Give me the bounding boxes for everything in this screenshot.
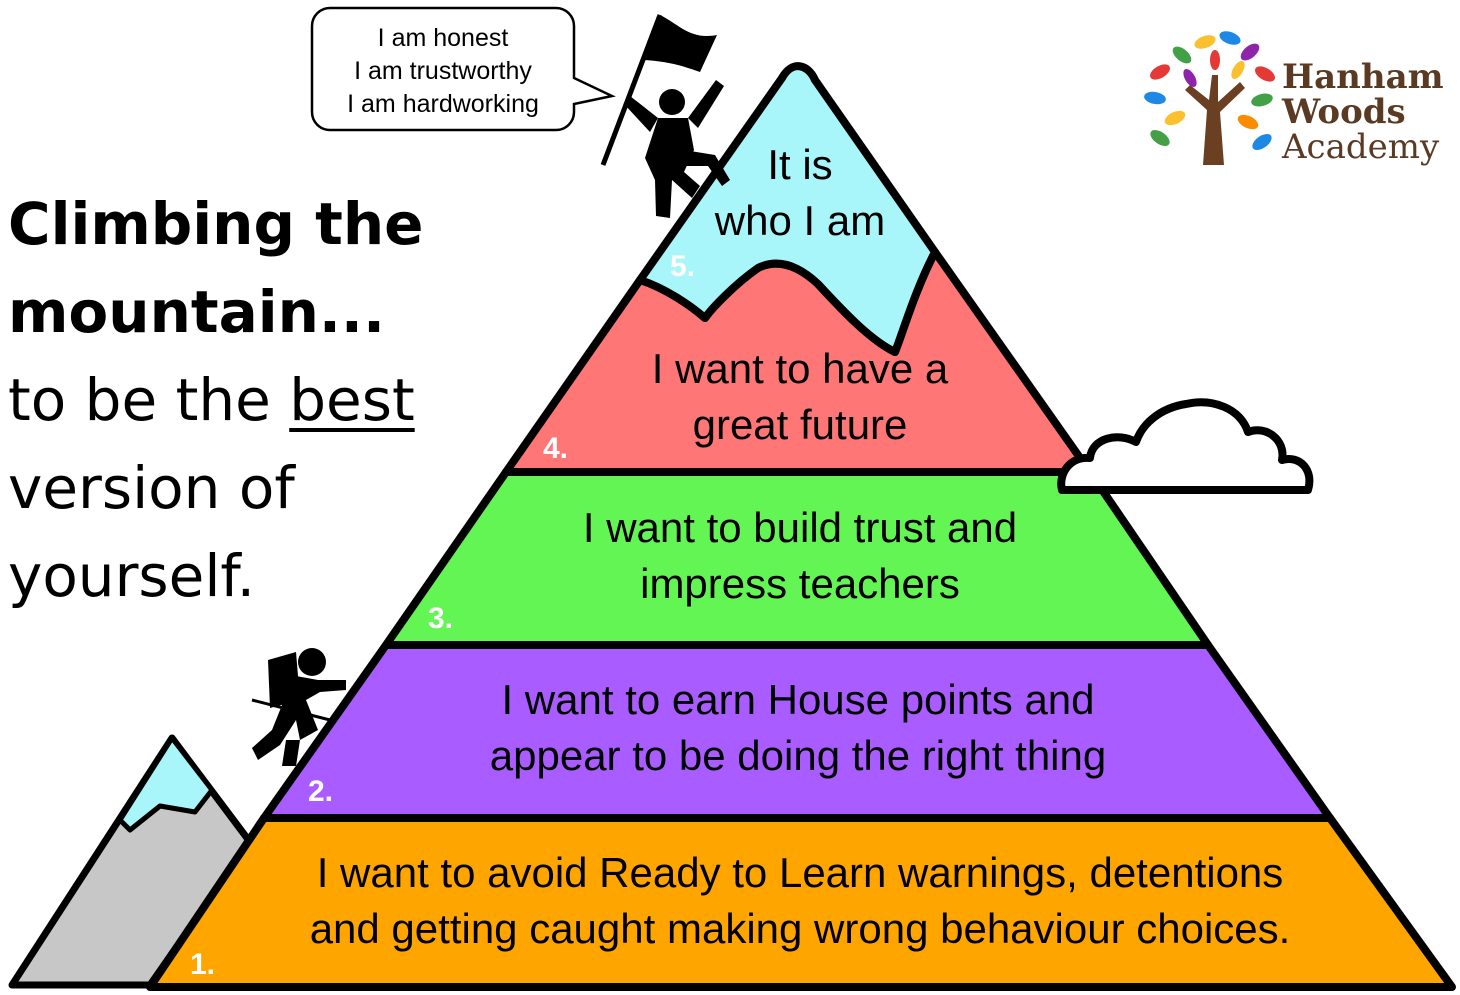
cloud-icon [1057,398,1314,494]
level-2-line-2: appear to be doing the right thing [489,732,1107,779]
climber-icon [624,80,730,218]
subheading-line-2: version of [8,454,295,522]
level-4-line-2: great future [692,401,908,448]
level-1-text: I want to avoid Ready to Learn warnings,… [230,845,1370,957]
level-3-line-2: impress teachers [640,560,960,607]
level-5-line-1: It is [767,141,833,188]
level-1-line-2: and getting caught making wrong behaviou… [309,905,1291,952]
page-heading: Climbing the mountain... to be the best … [8,180,478,620]
level-band-5 [636,62,939,356]
flag-icon [600,14,717,166]
heading-line-1: Climbing the [8,190,424,258]
level-4-number: 4. [543,432,569,465]
speech-bubble: I am honest I am trustworthy I am hardwo… [312,8,574,130]
subheading-line-1: to be the best [8,356,478,444]
level-5-line-2: who I am [714,197,886,244]
level-3-line-1: I want to build trust and [582,504,1018,551]
speech-bubble-shape [310,6,616,132]
bubble-line-2: I am trustworthy [354,57,532,85]
level-4-line-1: I want to have a [651,345,949,392]
logo-line-2: Woods [1282,92,1406,132]
level-4-text: I want to have a great future [560,341,1040,453]
subheading-line-3: yourself. [8,542,256,610]
logo-line-1: Hanham [1282,57,1444,97]
level-3-text: I want to build trust and impress teache… [480,500,1120,612]
level-2-line-1: I want to earn House points and [501,676,1095,723]
bubble-line-1: I am honest [377,24,509,52]
level-2-number: 2. [308,775,334,808]
level-1-number: 1. [190,948,216,981]
level-1-line-1: I want to avoid Ready to Learn warnings,… [316,849,1284,896]
level-5-text: It is who I am [680,137,920,249]
logo-line-3: Academy [1282,127,1440,167]
level-2-text: I want to earn House points and appear t… [380,672,1216,784]
level-3-number: 3. [428,602,454,635]
hiker-icon [251,648,346,766]
bubble-line-3: I am hardworking [347,90,539,118]
subheading-prefix: to be the [8,366,290,434]
tree-logo-icon [1144,31,1275,165]
level-5-number: 5. [670,250,696,283]
heading-line-2: mountain... [8,278,385,346]
school-logo: Hanham Woods Academy [1282,60,1452,165]
subheading-emphasis: best [289,366,415,434]
